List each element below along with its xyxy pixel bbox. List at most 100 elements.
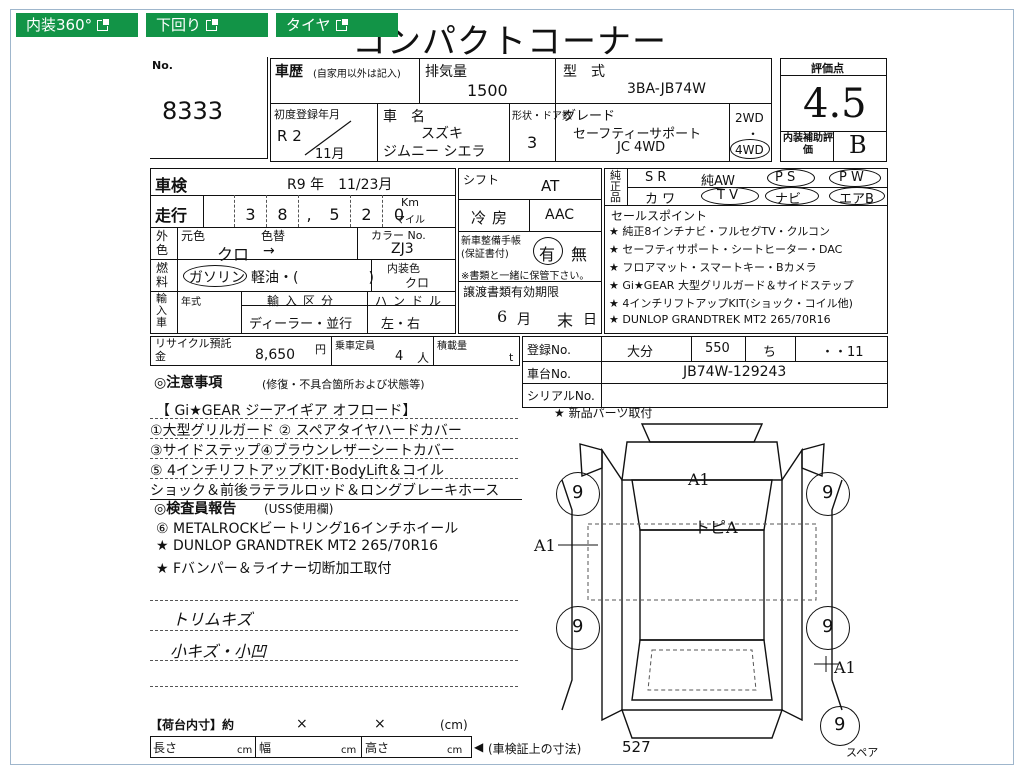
tab-label: 下回り (156, 16, 202, 34)
handle-label: ハンドル (375, 294, 448, 308)
mileage-digit: 8 (267, 195, 299, 227)
color-code: ZJ3 (391, 241, 414, 257)
recycle-unit: 円 (315, 343, 326, 356)
manual-note: ※書類と一緒に保管下さい。 (461, 271, 590, 282)
cargo-cm: cm (447, 745, 463, 756)
interior-score-label: 内装補助評価 (783, 133, 833, 156)
mark-leader-line (558, 544, 598, 546)
tire-rear-left (556, 606, 600, 650)
import-year-label: 年式 (181, 297, 201, 308)
tab-undercarriage[interactable]: 下回り (146, 13, 268, 37)
displacement-value: 1500 (467, 81, 508, 100)
recycle-value: 8,650 (255, 347, 296, 363)
fuel-circle (183, 265, 247, 287)
mileage-digit: 5 (319, 195, 351, 227)
tire-rear-left-value: 9 (572, 616, 584, 637)
registration-class: 550 (705, 341, 730, 356)
equip-sr: S R (645, 170, 667, 185)
damage-mark: トピA (694, 518, 738, 537)
mileage-unit-mile: マイル (395, 215, 425, 226)
notes-block: ◎注意事項 (修復・不具合箇所および状態等) 【 Gi★GEAR ジーアイギア … (150, 368, 522, 500)
tire-front-right (806, 472, 850, 516)
load-unit: t (509, 351, 514, 364)
chassis-label: 車台No. (527, 367, 571, 381)
sales-label: セールスポイント (611, 209, 708, 223)
vehicle-details: 車検 R9 年 11/23月 走行 3 8 , 5 2 0 Km マイル 外色 … (150, 168, 456, 334)
shift-label: シフト (463, 173, 500, 187)
interior-score-value: B (849, 131, 867, 159)
aircon-label: 冷房 (471, 209, 514, 227)
color-code-label: カラー No. (371, 229, 426, 242)
inspector-block: ◎検査員報告 (USS使用欄) ⑥ METALROCKビートリング16インチホイ… (150, 500, 522, 712)
equip-airbag-circle (829, 187, 885, 205)
tire-front-left-value: 9 (572, 482, 584, 503)
spare-tire (820, 706, 860, 746)
sales-item: ★ フロアマット・スマートキー・Bカメラ (609, 261, 817, 274)
color-value: クロ (217, 245, 250, 264)
fuel-label: 燃料 (156, 261, 169, 289)
score-box: 評価点 4.5 内装補助評価 B (780, 58, 887, 162)
capacity-label: 乗車定員 (335, 341, 375, 352)
equipment-block: 純正品 S R 純AW P S P W カ ワ T V ナビ エアB セールスポ… (604, 168, 888, 334)
recycle-label: リサイクル預託金 (155, 337, 232, 363)
mileage-digits: 3 8 , 5 2 0 (203, 195, 427, 227)
handwritten-note: 小キズ・小凹 (170, 642, 267, 661)
mileage-digit: 2 (351, 195, 383, 227)
registration-number: ・・11 (821, 345, 864, 360)
external-link-icon (97, 17, 111, 31)
transfer-month-unit: 月 (517, 312, 531, 328)
lot-number-box: No. 8333 (150, 57, 268, 159)
handwritten-note: トリムキズ (172, 610, 253, 629)
vehicle-header: 車歴 (自家用以外は記入) 排気量 1500 型 式 3BA-JB74W 初度登… (270, 58, 772, 162)
cargo-length-label: 長さ (153, 741, 178, 755)
spare-label: スペア (846, 746, 879, 759)
mileage-comma: , (306, 205, 312, 224)
mileage-digit: 0 (393, 205, 405, 224)
cargo-x: × (374, 716, 386, 732)
sheet-title: コンパクトコーナー (352, 22, 667, 62)
doors-label: 形状・ドア数 (512, 111, 572, 122)
grade-line2: JC 4WD (617, 140, 666, 155)
equip-kawa: カ ワ (645, 192, 676, 207)
transfer-day-unit: 日 (583, 312, 597, 328)
drive-4wd-circle (730, 139, 770, 159)
note-line: ショック＆前後ラテラルロッド＆ロングブレーキホース (150, 483, 500, 499)
car-name: ジムニー シエラ (383, 144, 486, 160)
import-label: 輸入車 (156, 292, 167, 329)
handle-value: 左・右 (381, 317, 421, 332)
inspection-label: 車検 (155, 176, 188, 195)
mileage-unit-km: Km (401, 196, 419, 209)
cert-dimension-value: 527 (622, 738, 651, 756)
damage-mark: A1 (688, 470, 710, 489)
tab-tires[interactable]: タイヤ (276, 13, 398, 37)
shift-value: AT (541, 177, 560, 195)
sales-item: ★ セーフティサポート・シートヒーター・DAC (609, 243, 843, 256)
inspection-value: R9 年 11/23月 (287, 177, 393, 193)
cargo-cm: cm (341, 745, 357, 756)
inspector-line: ⑥ METALROCKビートリング16インチホイール (156, 521, 459, 537)
drive-dot: ・ (747, 127, 760, 141)
lot-number: 8333 (162, 97, 224, 125)
equip-pw-circle (829, 169, 881, 187)
tire-rear-right-value: 9 (822, 616, 834, 637)
import-kind-label: 輸入区分 (267, 294, 340, 308)
tire-front-left (556, 472, 600, 516)
notes-header: ◎注意事項 (154, 375, 223, 391)
car-maker: スズキ (421, 126, 463, 142)
cargo-width-label: 幅 (259, 741, 272, 755)
equipment-label: 純正品 (610, 169, 621, 204)
note-line: 【 Gi★GEAR ジーアイギア オフロード】 (156, 403, 417, 419)
tab-label: 内装360° (26, 16, 93, 34)
interior-color-label: 内装色 (387, 262, 420, 275)
sales-item: ★ 純正8インチナビ・フルセグTV・クルコン (609, 225, 831, 238)
cargo-height-label: 高さ (365, 741, 390, 755)
external-link-icon (335, 17, 349, 31)
equip-navi-circle (765, 187, 819, 205)
tab-interior-360[interactable]: 内装360° (16, 13, 138, 37)
inspector-header: ◎検査員報告 (154, 501, 237, 517)
color-arrow: → (263, 243, 275, 259)
drive-2wd: 2WD (735, 111, 764, 125)
first-reg-label: 初度登録年月 (274, 108, 340, 121)
first-reg-slash (304, 120, 352, 156)
cargo-x: × (296, 716, 308, 732)
